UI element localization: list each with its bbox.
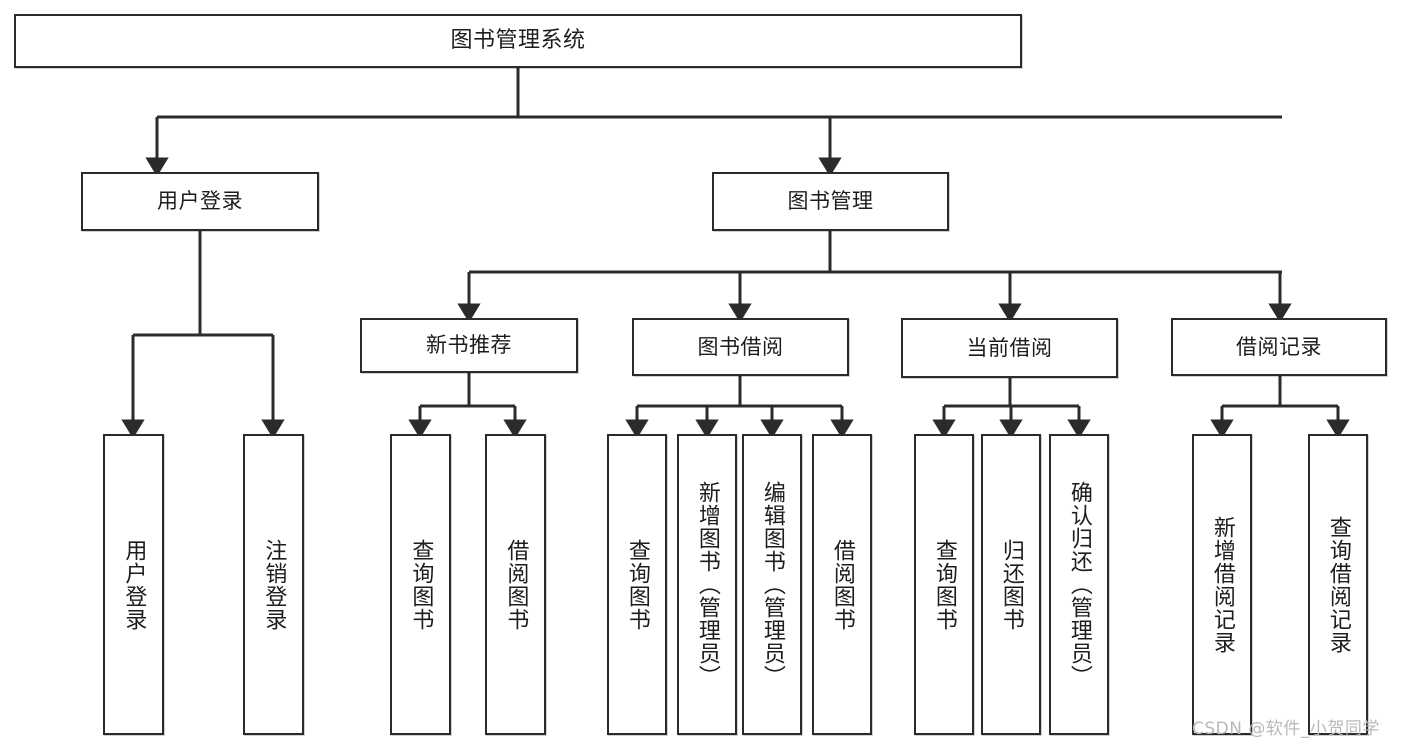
node-label: 图书借阅	[697, 334, 784, 359]
node-borrow-record[interactable]: 借阅记录	[1171, 318, 1387, 376]
leaf-add-book-admin[interactable]: 新增图书（管理员）	[677, 434, 737, 735]
node-user-login[interactable]: 用户登录	[81, 172, 319, 231]
node-label: 借阅记录	[1236, 334, 1322, 359]
leaf-return-book[interactable]: 归还图书	[981, 434, 1041, 735]
node-label: 借阅图书	[503, 538, 529, 631]
node-book-borrow[interactable]: 图书借阅	[632, 318, 849, 376]
node-label: 归还图书	[998, 538, 1024, 631]
leaf-user-login[interactable]: 用户登录	[103, 434, 164, 735]
node-label: 借阅图书	[829, 538, 855, 631]
node-label: 图书管理系统	[450, 28, 586, 54]
node-label: 编辑图书（管理员）	[759, 481, 785, 688]
node-label: 新增图书（管理员）	[694, 481, 720, 688]
leaf-query-book-borrow[interactable]: 查询图书	[607, 434, 667, 735]
node-label: 查询图书	[624, 538, 650, 631]
node-label: 当前借阅	[966, 335, 1053, 360]
node-label: 用户登录	[157, 189, 243, 214]
leaf-edit-book-admin[interactable]: 编辑图书（管理员）	[742, 434, 802, 735]
node-new-book-recommend[interactable]: 新书推荐	[360, 318, 578, 373]
leaf-logout[interactable]: 注销登录	[243, 434, 304, 735]
node-current-borrow[interactable]: 当前借阅	[901, 318, 1118, 378]
csdn-watermark: CSDN @软件_小贺同学	[1192, 719, 1380, 739]
node-book-management[interactable]: 图书管理	[712, 172, 949, 231]
leaf-query-book-recommend[interactable]: 查询图书	[390, 434, 451, 735]
node-label: 查询图书	[931, 538, 957, 631]
node-label: 图书管理	[787, 189, 874, 214]
leaf-query-book-current[interactable]: 查询图书	[914, 434, 974, 735]
leaf-borrow-book[interactable]: 借阅图书	[812, 434, 872, 735]
node-root-book-management-system[interactable]: 图书管理系统	[14, 14, 1022, 68]
node-label: 注销登录	[261, 538, 287, 631]
node-label: 查询借阅记录	[1325, 515, 1351, 654]
node-label: 新书推荐	[426, 333, 512, 358]
leaf-query-borrow-record[interactable]: 查询借阅记录	[1308, 434, 1368, 735]
leaf-add-borrow-record[interactable]: 新增借阅记录	[1192, 434, 1252, 735]
leaf-borrow-book-recommend[interactable]: 借阅图书	[485, 434, 546, 735]
node-label: 确认归还（管理员）	[1066, 481, 1092, 688]
node-label: 用户登录	[121, 538, 147, 631]
node-label: 新增借阅记录	[1209, 515, 1235, 654]
leaf-confirm-return-admin[interactable]: 确认归还（管理员）	[1049, 434, 1109, 735]
node-label: 查询图书	[408, 538, 434, 631]
